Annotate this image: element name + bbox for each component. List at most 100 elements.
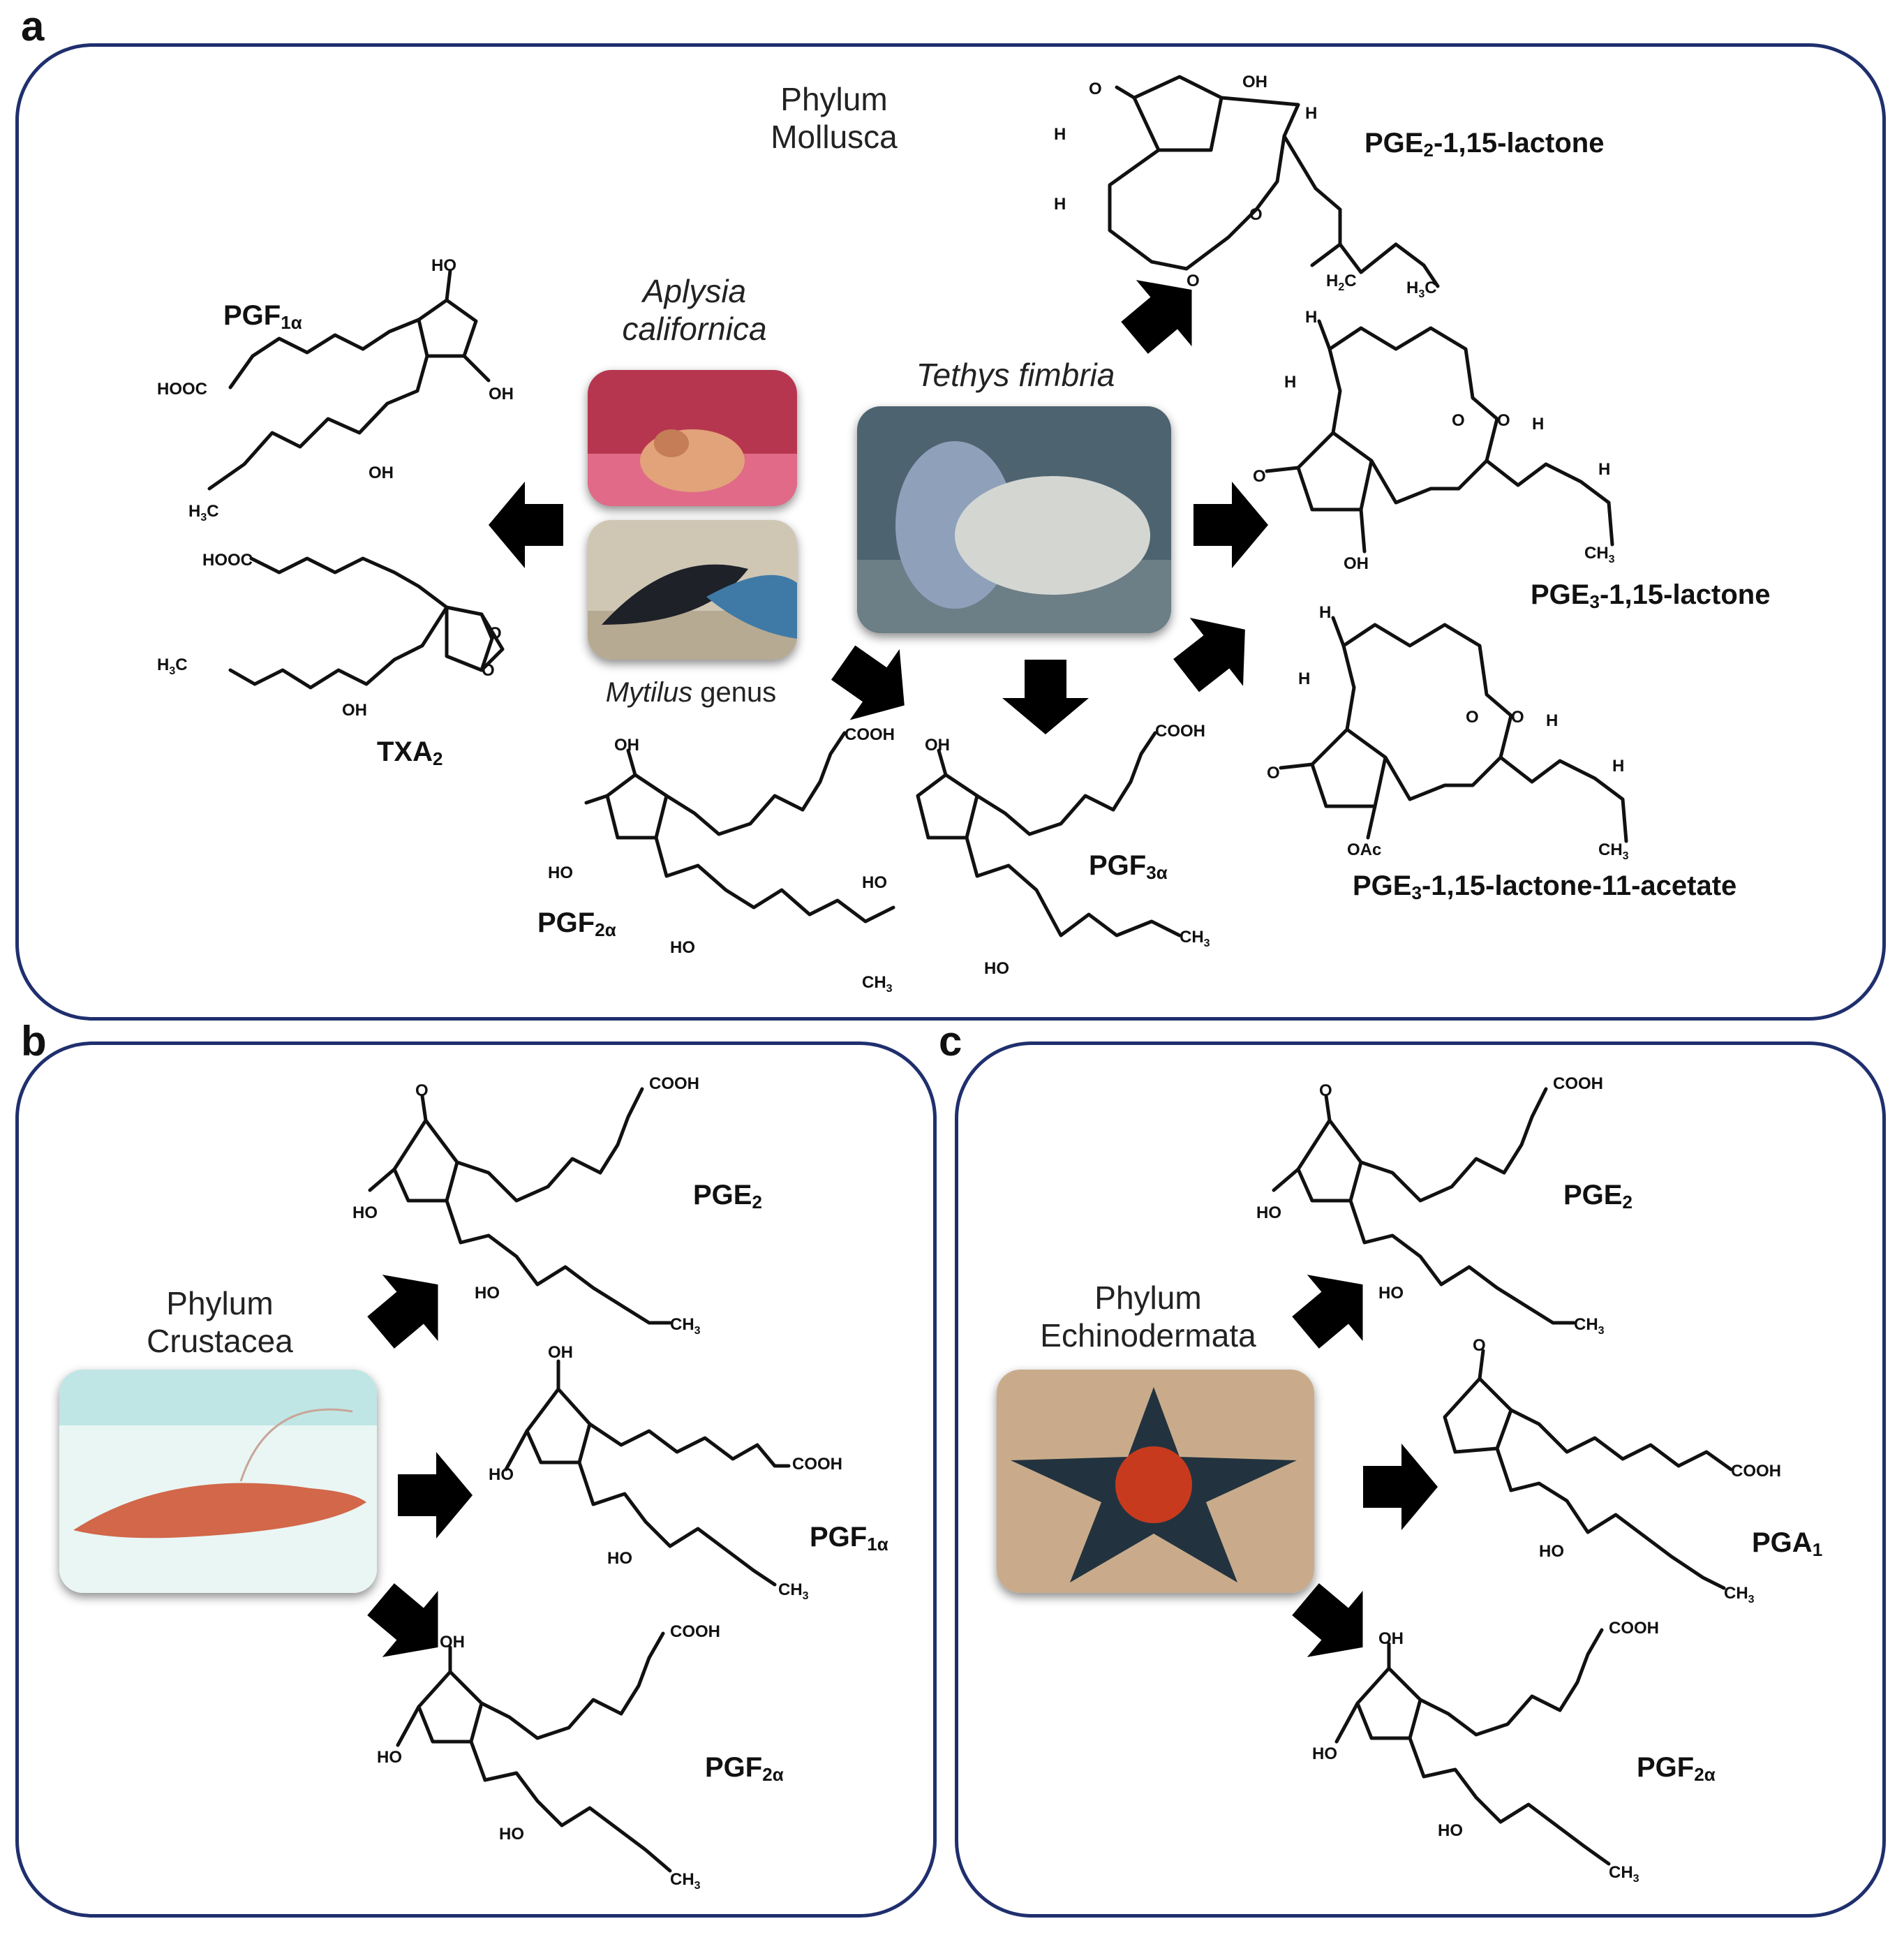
svg-text:CH3: CH3 (862, 973, 893, 995)
structure-pgf2a-b: OH HO COOH HO CH3 (377, 1622, 720, 1892)
svg-text:OAc: OAc (1347, 840, 1381, 859)
svg-text:OH: OH (925, 736, 950, 755)
label-pgf1a-b: PGF1α (810, 1522, 888, 1555)
svg-text:HO: HO (475, 1284, 500, 1303)
label-pga1: PGA1 (1752, 1527, 1823, 1560)
svg-text:H: H (1546, 711, 1558, 730)
mussel-image (588, 520, 797, 660)
svg-text:COOH: COOH (792, 1455, 842, 1474)
svg-text:O: O (1253, 467, 1266, 486)
arrow-b-to-pgf1a (398, 1452, 473, 1539)
svg-text:HO: HO (984, 959, 1009, 978)
svg-text:HOOC: HOOC (157, 380, 207, 399)
label-pge2-c: PGE2 (1563, 1180, 1632, 1213)
svg-text:O: O (1497, 411, 1510, 430)
svg-text:CH3: CH3 (670, 1870, 701, 1892)
svg-text:CH3: CH3 (1180, 928, 1210, 949)
svg-text:H3C: H3C (157, 655, 188, 677)
label-pgf3a: PGF3α (1089, 850, 1168, 883)
svg-text:HO: HO (431, 256, 456, 275)
shrimp-image (59, 1370, 377, 1593)
svg-text:H: H (1298, 669, 1310, 688)
svg-text:HO: HO (670, 938, 695, 957)
label-pge2-lactone: PGE2-1,15-lactone (1364, 128, 1605, 161)
structure-pge2-c: O HO COOH HO CH3 (1256, 1074, 1605, 1337)
svg-text:OH: OH (369, 464, 394, 482)
svg-text:OH: OH (548, 1343, 573, 1362)
svg-text:OH: OH (342, 701, 367, 720)
svg-text:H: H (1054, 195, 1066, 214)
structure-pge3-lactone: O OH H H O O H H CH3 (1253, 308, 1615, 573)
structure-pgf3a: OH HO COOH HO CH3 (862, 722, 1210, 978)
svg-text:HO: HO (607, 1549, 632, 1568)
svg-text:H: H (1305, 308, 1317, 327)
arrow-to-pge2-lactone (1106, 256, 1220, 371)
label-txa2: TXA2 (377, 736, 443, 769)
panel-c-frame (955, 1041, 1886, 1918)
svg-text:COOH: COOH (649, 1074, 699, 1093)
arrow-to-pgf3a (1002, 660, 1089, 734)
svg-text:HO: HO (1378, 1284, 1404, 1303)
svg-text:HO: HO (1438, 1821, 1463, 1840)
svg-text:CH3: CH3 (1574, 1315, 1605, 1337)
svg-text:HO: HO (499, 1825, 524, 1844)
svg-text:H: H (1284, 373, 1296, 392)
svg-text:H: H (1532, 415, 1544, 433)
svg-text:HO: HO (377, 1748, 402, 1767)
svg-text:OH: OH (1344, 554, 1369, 573)
svg-text:HO: HO (548, 863, 573, 882)
starfish-photo (997, 1370, 1314, 1593)
svg-text:O: O (1089, 80, 1102, 98)
svg-text:COOH: COOH (845, 725, 895, 744)
svg-text:O: O (482, 661, 495, 680)
panel-b-letter: b (21, 1018, 47, 1065)
starfish-image (997, 1370, 1314, 1593)
svg-text:OH: OH (614, 736, 639, 755)
svg-text:HO: HO (489, 1465, 514, 1484)
svg-text:H: H (1054, 125, 1066, 144)
label-pgf2a-a: PGF2α (537, 907, 616, 940)
label-pgf2a-b: PGF2α (705, 1752, 784, 1785)
tethys-fimbria-label: Tethys fimbria (916, 357, 1115, 393)
panel-a-frame (15, 43, 1886, 1021)
svg-text:COOH: COOH (1155, 722, 1205, 741)
svg-text:COOH: COOH (1609, 1619, 1659, 1638)
svg-text:H: H (1305, 104, 1317, 123)
svg-text:O: O (1319, 1081, 1332, 1100)
arrow-to-pge3-acetate (1159, 595, 1272, 710)
svg-text:HO: HO (1312, 1744, 1337, 1763)
arrow-c-to-pge2 (1277, 1251, 1391, 1366)
svg-text:CH3: CH3 (1724, 1584, 1755, 1606)
arrow-to-pgf1a-txa2 (489, 482, 563, 568)
svg-text:O: O (489, 624, 502, 643)
svg-text:H3C: H3C (188, 502, 219, 524)
svg-text:HO: HO (862, 873, 887, 892)
label-pge2-b: PGE2 (693, 1180, 762, 1213)
svg-text:COOH: COOH (1731, 1462, 1781, 1481)
panel-b-frame (15, 1041, 937, 1918)
svg-text:O: O (1267, 764, 1280, 783)
mytilus-genus-label: Mytilus genus (605, 677, 777, 708)
svg-text:COOH: COOH (1553, 1074, 1603, 1093)
svg-text:HO: HO (1256, 1203, 1281, 1222)
svg-text:CH3: CH3 (670, 1315, 701, 1337)
shrimp-photo (59, 1370, 377, 1593)
structure-pgf1a-b: OH HO COOH HO CH3 (489, 1343, 842, 1602)
svg-text:CH3: CH3 (778, 1580, 809, 1602)
svg-text:CH3: CH3 (1598, 840, 1629, 862)
svg-text:O: O (1511, 708, 1524, 727)
sea-slug-image (857, 406, 1171, 633)
sea-hare-image (588, 370, 797, 506)
arrow-to-pge3-lactone (1193, 482, 1268, 568)
aplysia-photo (588, 370, 797, 506)
label-pgf2a-c: PGF2α (1637, 1752, 1716, 1785)
svg-text:OH: OH (440, 1633, 465, 1652)
svg-text:CH3: CH3 (1584, 544, 1615, 565)
svg-text:OH: OH (1242, 73, 1267, 91)
label-pgf1a-a: PGF1α (223, 300, 302, 333)
svg-text:O: O (1466, 708, 1479, 727)
